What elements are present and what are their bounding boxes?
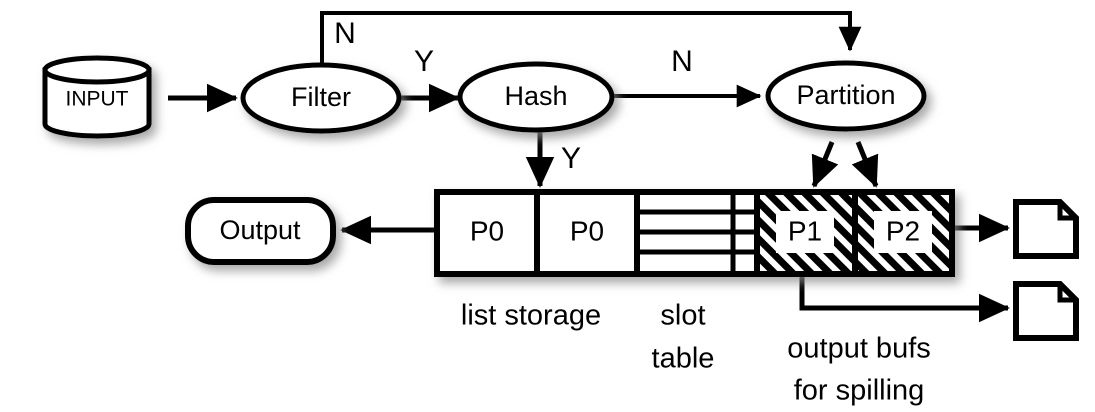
caption-output-bufs-line1: output bufs — [787, 333, 931, 365]
caption-output-bufs-line2: for spilling — [794, 375, 925, 407]
partition-label: Partition — [796, 80, 895, 110]
document-icon — [1013, 281, 1079, 341]
edge-partition-to-buf-p1 — [811, 141, 839, 188]
partition-ellipse — [765, 60, 927, 132]
edge-filter-reject-to-partition — [320, 11, 862, 66]
edge-label-hash-miss: N — [671, 45, 693, 78]
edge-partition-to-buf-p2 — [851, 141, 879, 188]
slot-table-grid — [640, 192, 757, 274]
caption-slot-table-line2: table — [652, 343, 715, 375]
list-storage-cell-1[interactable] — [434, 189, 540, 277]
output-buf-cell-p2-label: P2 — [886, 215, 920, 246]
hash-ellipse — [457, 61, 615, 133]
edge-label-filter-accept: Y — [414, 45, 434, 78]
caption-list-storage: list storage — [461, 300, 601, 332]
document-fold-icon — [1057, 284, 1076, 303]
output-rounded-rect — [185, 197, 336, 265]
edge-label-filter-reject: N — [334, 17, 356, 50]
filter-ellipse — [240, 62, 402, 134]
spill-file-top[interactable] — [1013, 199, 1079, 259]
document-fold-icon — [1057, 202, 1076, 221]
node-partition[interactable] — [765, 60, 927, 132]
p2-label-plate — [874, 211, 932, 253]
caption-slot-table-line1: slot — [660, 300, 705, 332]
node-filter[interactable] — [240, 62, 402, 134]
list-storage-cell-2-label: P0 — [570, 215, 604, 246]
spill-file-bottom[interactable] — [1013, 281, 1079, 341]
filter-label: Filter — [291, 82, 351, 112]
hash-label: Hash — [504, 81, 567, 111]
input-label: INPUT — [66, 88, 129, 111]
p1-label-plate — [776, 211, 834, 253]
edge-buf-to-spill-file-bottom — [799, 272, 1010, 323]
input-cylinder-body — [42, 67, 152, 139]
node-input[interactable] — [42, 55, 152, 139]
output-label: Output — [219, 215, 301, 245]
memory-bar-labels: P0 P0 P1 P2 — [470, 211, 932, 253]
list-storage-cell-1-label: P0 — [470, 215, 504, 246]
document-icon — [1013, 199, 1079, 259]
input-cylinder-top — [42, 55, 152, 85]
node-hash[interactable] — [457, 61, 615, 133]
output-buf-cell-p1-label: P1 — [788, 215, 822, 246]
edge-label-hash-hit: Y — [561, 142, 581, 175]
connectors — [168, 11, 1010, 323]
node-output[interactable] — [185, 197, 336, 265]
